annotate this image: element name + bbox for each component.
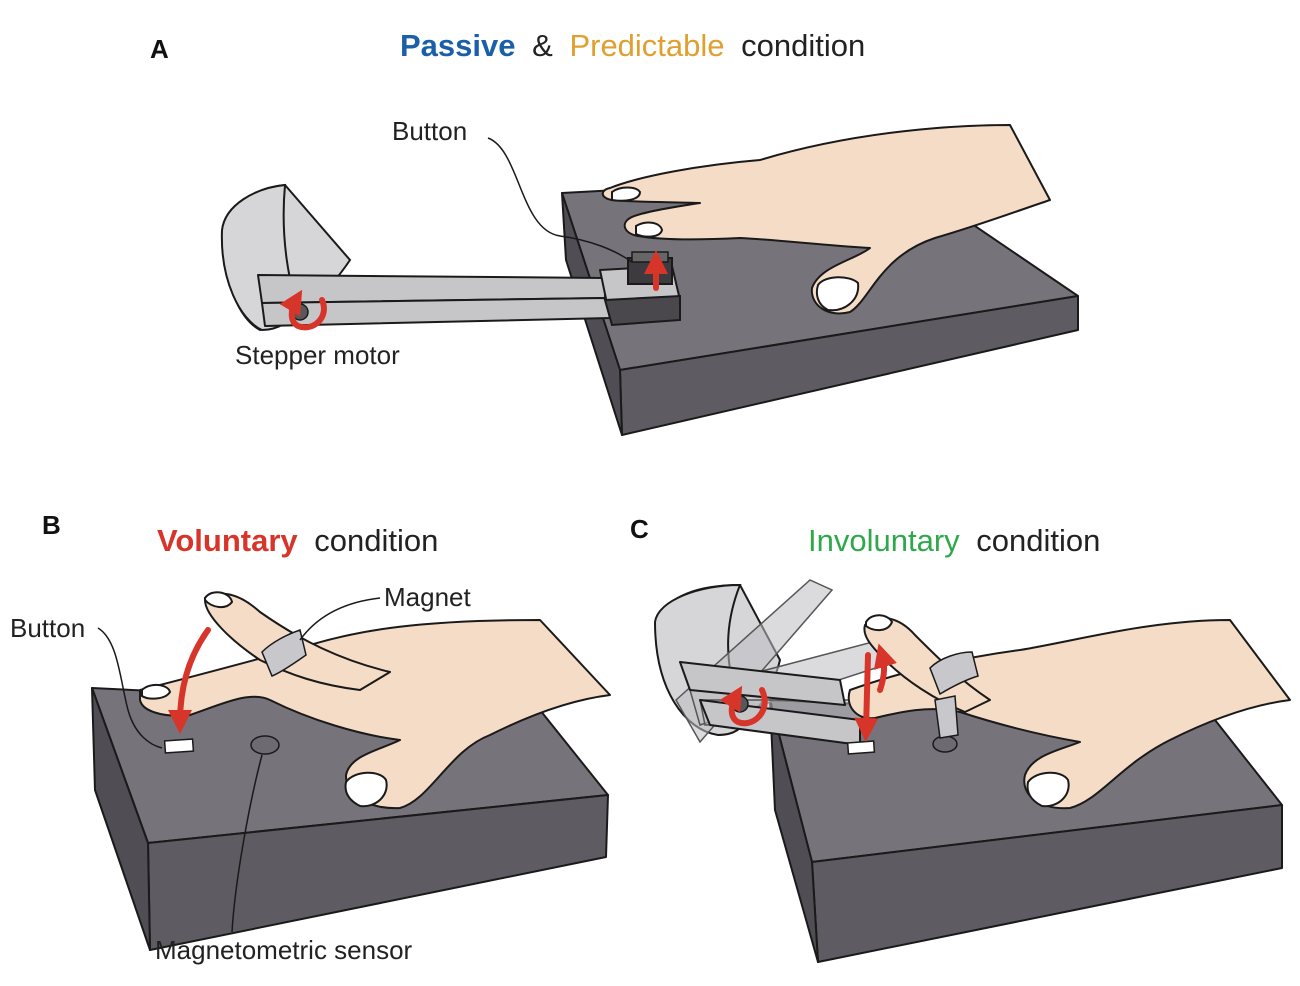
panel-c-hand bbox=[847, 614, 1291, 810]
panel-b-magnet-leader bbox=[299, 597, 381, 641]
panel-a-title-predictable: Predictable bbox=[569, 28, 724, 63]
panel-c-rotation-arrow bbox=[719, 685, 768, 727]
panel-a-rotation-arrow bbox=[279, 289, 327, 331]
panel-c-letter: C bbox=[630, 514, 649, 544]
panel-a-label-button: Button bbox=[392, 116, 467, 146]
panel-c-title-rest: condition bbox=[976, 523, 1100, 558]
panel-a-label-motor: Stepper motor bbox=[235, 340, 400, 370]
panel-b-hand bbox=[139, 591, 611, 810]
panel-c-button bbox=[846, 740, 876, 755]
panel-a-title-amp: & bbox=[532, 28, 553, 63]
panel-b-letter: B bbox=[42, 510, 61, 540]
panel-b-title-voluntary: Voluntary bbox=[157, 523, 298, 558]
panel-c-title-involuntary: Involuntary bbox=[808, 523, 960, 558]
panel-b-button-leader bbox=[97, 627, 163, 749]
panel-a-title-passive: Passive bbox=[400, 28, 516, 63]
panel-c-sensor bbox=[932, 735, 958, 753]
panel-c-title: Involuntary condition bbox=[808, 523, 1100, 558]
panel-a-button bbox=[627, 251, 673, 285]
panel-b-press-arrow bbox=[168, 627, 211, 734]
panel-a-title: Passive & Predictable condition bbox=[400, 28, 865, 63]
panel-b-button bbox=[163, 738, 195, 754]
panel-c-press-arrow bbox=[854, 652, 879, 742]
panel-b-label-button: Button bbox=[10, 613, 85, 643]
panel-b-label-sensor: Magnetometric sensor bbox=[155, 935, 413, 965]
panel-b-title-rest: condition bbox=[314, 523, 438, 558]
panel-a: A Passive & Predictable condition bbox=[150, 28, 1079, 436]
panel-b-title: Voluntary condition bbox=[157, 523, 438, 558]
panel-b-label-magnet: Magnet bbox=[384, 582, 471, 612]
panel-b: B Voluntary condition Button Magnet Magn… bbox=[10, 510, 611, 965]
panel-c: C Involuntary condition bbox=[630, 514, 1291, 963]
panel-b-sensor-leader bbox=[231, 754, 263, 933]
panel-b-sensor bbox=[250, 735, 280, 755]
panel-a-letter: A bbox=[150, 34, 169, 64]
panel-a-title-rest: condition bbox=[741, 28, 865, 63]
panel-a-hand bbox=[601, 124, 1051, 315]
panel-a-button-leader bbox=[487, 137, 633, 263]
panel-c-lift-arrow bbox=[873, 643, 897, 693]
